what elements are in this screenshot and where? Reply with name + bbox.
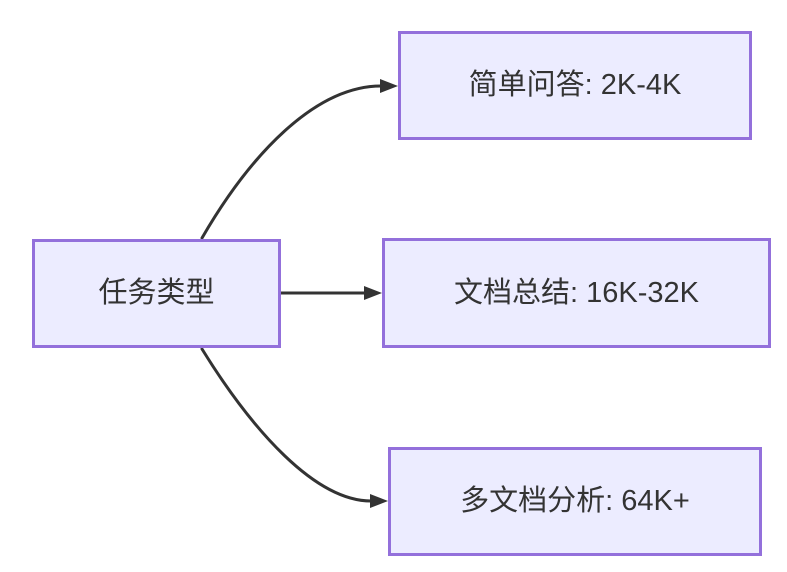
node-simple-qa: 简单问答: 2K-4K — [398, 31, 752, 140]
node-doc-summary: 文档总结: 16K-32K — [382, 238, 771, 348]
node-multi-doc: 多文档分析: 64K+ — [388, 447, 762, 556]
node-task-type-label: 任务类型 — [98, 277, 215, 310]
node-multi-doc-label: 多文档分析: 64K+ — [460, 485, 690, 518]
node-doc-summary-label: 文档总结: 16K-32K — [454, 276, 699, 309]
node-simple-qa-label: 简单问答: 2K-4K — [468, 69, 682, 102]
edge-to-simple-qa — [200, 79, 398, 240]
node-task-type: 任务类型 — [32, 239, 281, 348]
edge-to-multi-doc — [200, 347, 388, 508]
